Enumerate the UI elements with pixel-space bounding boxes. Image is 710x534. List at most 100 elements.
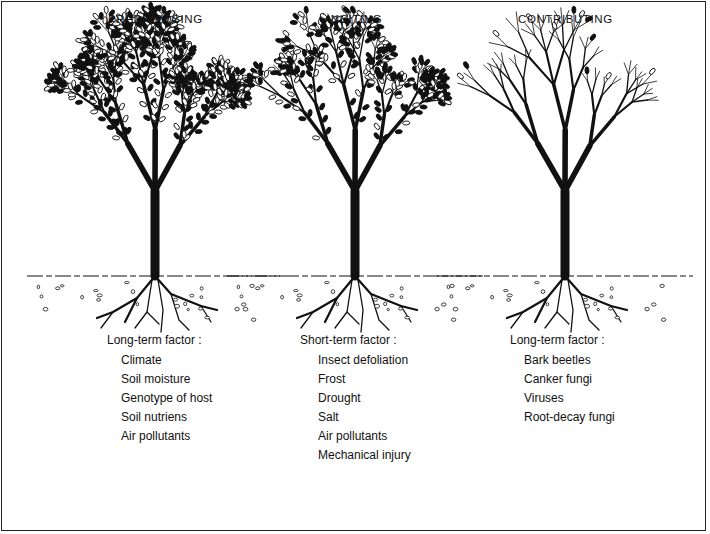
tree-leaf (195, 129, 203, 134)
tree-leaf (116, 130, 124, 137)
tree-branch (265, 81, 281, 96)
tree-leaf (90, 78, 97, 82)
tree-leaf (325, 127, 332, 135)
tree-leaf (181, 66, 187, 74)
tree-leaf (179, 33, 187, 41)
factor-type: Long-term factor : (107, 333, 202, 347)
tree-leaf (112, 135, 120, 140)
tree-leaf (437, 91, 445, 99)
tree-leaf (107, 55, 115, 61)
tree-leaf (648, 67, 656, 75)
tree-leaf (138, 69, 145, 77)
tree-leaf (93, 104, 101, 110)
tree-leaf (205, 96, 211, 104)
tree-root (371, 294, 389, 330)
soil-pebble (450, 284, 454, 287)
tree-leaf (340, 60, 347, 68)
tree-branch (561, 191, 570, 276)
tree-branch (144, 85, 155, 130)
tree-leaf (348, 27, 355, 35)
soil-pebble (175, 304, 180, 308)
tree-leaf (342, 6, 350, 14)
tree-leaf (402, 73, 408, 81)
tree-branch (261, 87, 281, 96)
tree-leaf (89, 98, 97, 104)
tree-leaf (247, 83, 255, 88)
tree-leaf (122, 114, 129, 122)
soil-pebble (173, 298, 178, 301)
tree-branch (583, 56, 593, 68)
tree-leaf (192, 82, 196, 89)
soil-pebble (43, 307, 48, 311)
tree-leaf (174, 54, 178, 61)
tree-branch (516, 66, 523, 80)
factor-item: Climate (121, 353, 162, 367)
factor-type: Long-term factor : (510, 333, 605, 347)
tree-branch (593, 50, 603, 56)
tree-branch (644, 88, 652, 94)
tree-leaf (106, 42, 112, 50)
tree-branch (313, 80, 316, 105)
soil-pebble (250, 284, 254, 287)
tree-branch (594, 96, 601, 115)
tree-leaf (362, 104, 370, 111)
tree-leaf (258, 77, 263, 85)
tree-leaf (150, 59, 158, 67)
soil-pebble (594, 302, 597, 306)
tree-leaf (283, 104, 291, 109)
tree-leaf (324, 54, 328, 61)
tree-leaf (337, 50, 344, 58)
tree-root (335, 280, 352, 328)
soil-pebble (470, 285, 474, 287)
tree-leaf (395, 94, 402, 98)
soil-pebble (199, 307, 203, 310)
tree-leaf (412, 83, 417, 91)
tree-branch (614, 94, 626, 117)
tree-leaf (293, 49, 301, 55)
tree-leaf (209, 114, 217, 119)
tree-root (97, 276, 155, 318)
tree-branch (602, 85, 612, 96)
soil-pebble (81, 295, 84, 299)
soil-pebble (297, 294, 302, 297)
tree-leaf (339, 35, 347, 42)
tree-leaf (304, 6, 309, 14)
soil-pebble (585, 304, 590, 308)
soil-pebble (615, 316, 620, 319)
tree-branch (590, 117, 615, 146)
tree-leaf (210, 100, 215, 108)
tree-leaf (196, 113, 201, 121)
tree-leaf (375, 31, 381, 39)
factor-item: Soil nutriens (121, 410, 187, 424)
tree-leaf (412, 102, 420, 108)
soil-pebble (645, 307, 649, 311)
tree-leaf (381, 66, 387, 74)
tree-leaf (389, 45, 397, 52)
tree-leaf (98, 116, 106, 121)
tree-leaf (382, 133, 390, 141)
tree-leaf (136, 87, 144, 94)
soil-pebble (40, 295, 43, 298)
tree-root (147, 312, 159, 324)
tree-leaf (367, 72, 375, 80)
tree-branch (380, 117, 405, 146)
tree-leaf (358, 116, 366, 123)
tree-branch (500, 74, 504, 90)
tree-root (557, 312, 569, 324)
tree-branch (592, 95, 594, 115)
tree-branch (554, 85, 565, 130)
factor-type: Short-term factor : (300, 333, 397, 347)
tree-leaf (279, 38, 286, 42)
tree-branch (565, 90, 573, 130)
tree-leaf (306, 31, 314, 37)
tree-branch (569, 59, 573, 90)
tree-leaf (404, 104, 409, 112)
factor-item: Bark beetles (524, 353, 591, 367)
tree-branch (521, 29, 534, 36)
tree-branch (580, 37, 586, 49)
tree-leaf (83, 89, 88, 97)
tree-branch (538, 144, 565, 191)
tree-root (545, 280, 562, 328)
tree-branch (492, 58, 499, 68)
tree-leaf (375, 113, 383, 121)
